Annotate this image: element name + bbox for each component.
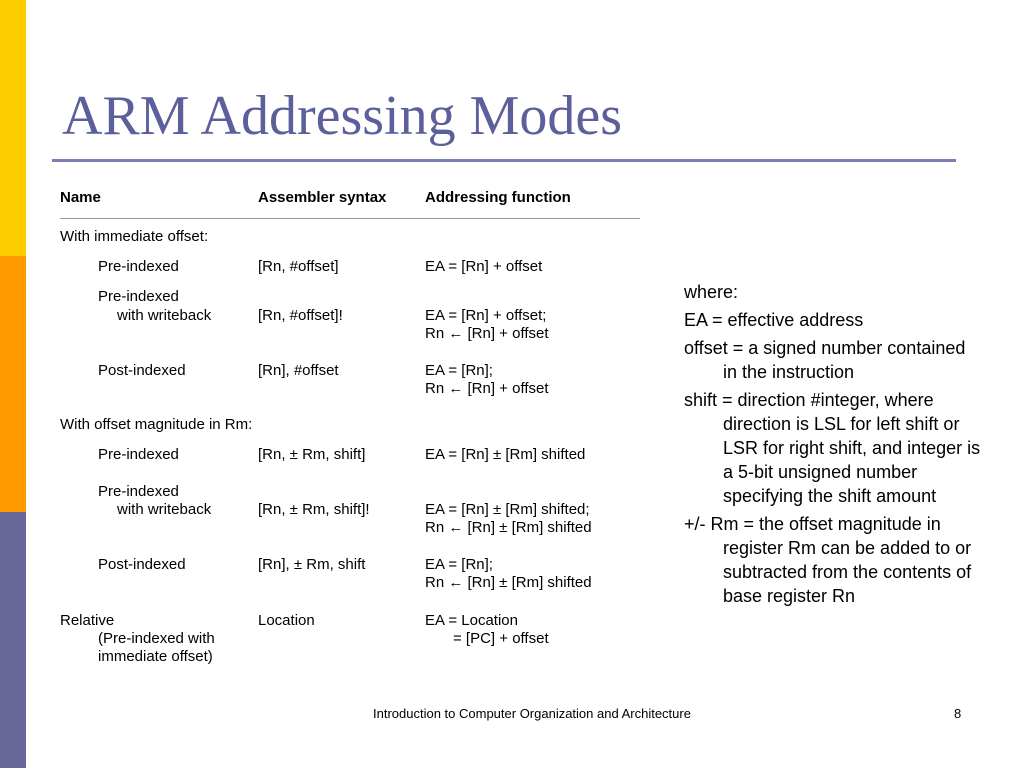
page-number: 8 (954, 706, 962, 721)
table-row-name: Post-indexed (98, 362, 186, 379)
table-row-syntax: [Rn], #offset (258, 362, 339, 379)
group-label-immediate: With immediate offset: (60, 228, 209, 245)
table-row-name: Post-indexed (98, 556, 186, 573)
table-row-name-cont: with writeback (117, 501, 212, 518)
table-row-function: EA = [Rn] ± [Rm] shifted (425, 446, 586, 463)
table-row-function: EA = [Rn] + offset; (425, 307, 547, 324)
accent-strip-purple (0, 512, 26, 768)
table-row-name-cont: with writeback (117, 307, 212, 324)
table-row-syntax: Location (258, 612, 315, 629)
accent-strip-yellow (0, 0, 26, 256)
col-header-name: Name (60, 189, 101, 206)
legend-offset: offset = a signed number contained in th… (684, 338, 966, 382)
table-row-name: Pre-indexed (98, 258, 179, 275)
col-header-syntax: Assembler syntax (258, 189, 387, 206)
title-divider (52, 159, 956, 162)
table-header-divider (60, 218, 640, 219)
table-row-name: Pre-indexed (98, 483, 179, 500)
table-row-function: EA = [Rn] + offset (425, 258, 543, 275)
table-row-name-cont: immediate offset) (98, 648, 213, 665)
table-row-name-cont: (Pre-indexed with (98, 630, 215, 647)
table-row-function-cont: Rn ← [Rn] + offset (425, 380, 549, 397)
table-row-function: EA = [Rn]; (425, 556, 493, 573)
table-row-syntax: [Rn, ± Rm, shift]! (258, 501, 370, 518)
table-row-function: EA = [Rn]; (425, 362, 493, 379)
table-row-function: EA = [Rn] ± [Rm] shifted; (425, 501, 590, 518)
slide-title: ARM Addressing Modes (62, 85, 623, 147)
table-row-name: Relative (60, 612, 115, 629)
group-label-register: With offset magnitude in Rm: (60, 416, 253, 433)
table-row-syntax: [Rn, #offset]! (258, 307, 343, 324)
legend-where: where: (684, 282, 739, 302)
table-row-function: EA = Location (425, 612, 518, 629)
table-row-syntax: [Rn, #offset] (258, 258, 339, 275)
table-row-function-cont: Rn ← [Rn] ± [Rm] shifted (425, 519, 592, 536)
legend-shift: shift = direction #integer, where direct… (684, 390, 981, 506)
table-row-name: Pre-indexed (98, 288, 179, 305)
table-row-syntax: [Rn, ± Rm, shift] (258, 446, 366, 463)
footer-text: Introduction to Computer Organization an… (373, 706, 691, 721)
accent-strip-orange (0, 256, 26, 512)
col-header-function: Addressing function (425, 189, 571, 206)
table-row-syntax: [Rn], ± Rm, shift (258, 556, 366, 573)
legend-notes: where: EA = effective address offset = a… (684, 280, 984, 612)
table-row-function-cont: Rn ← [Rn] + offset (425, 325, 549, 342)
legend-ea: EA = effective address (684, 310, 864, 330)
table-row-name: Pre-indexed (98, 446, 179, 463)
table-row-function-cont: = [PC] + offset (453, 630, 549, 647)
table-row-function-cont: Rn ← [Rn] ± [Rm] shifted (425, 574, 592, 591)
legend-rm: +/- Rm = the offset magnitude in registe… (684, 514, 972, 606)
